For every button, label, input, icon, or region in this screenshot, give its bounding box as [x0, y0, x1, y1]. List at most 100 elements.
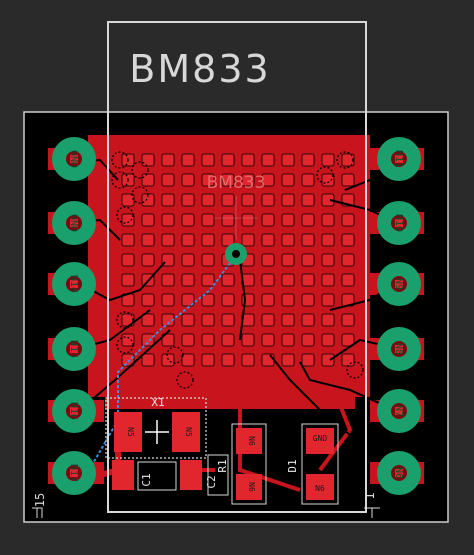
thermal-void [111, 171, 129, 189]
left-pin-1[interactable]: GND [52, 137, 96, 181]
bga-pad [261, 153, 275, 167]
bga-pad [201, 153, 215, 167]
bga-pad [141, 253, 155, 267]
bga-pad [301, 233, 315, 247]
d1-pad-bottom-label: N6 [315, 484, 325, 493]
bga-pad [201, 253, 215, 267]
bga-pad [341, 273, 355, 287]
x1-component[interactable]: X1 N5 N5 [105, 396, 207, 459]
module-name-silk: BM833 [207, 173, 266, 193]
thermal-void [131, 186, 149, 204]
right-pin-6[interactable]: N6 [377, 451, 421, 495]
bga-pad [281, 353, 295, 367]
bga-pad [341, 313, 355, 327]
right-pin-net-label: N9 [393, 278, 404, 290]
left-pin-2[interactable]: GND [52, 201, 96, 245]
bga-pad [321, 153, 335, 167]
bga-pad [221, 273, 235, 287]
bga-pad [261, 293, 275, 307]
bga-pad [221, 233, 235, 247]
corner-label-right: 1 [363, 492, 377, 499]
bga-pad [281, 173, 295, 187]
bga-pad [161, 193, 175, 207]
bga-pad [281, 273, 295, 287]
c1-label: C1 [140, 473, 153, 486]
bga-pad [341, 173, 355, 187]
bga-pad [181, 153, 195, 167]
bga-pad [341, 353, 355, 367]
bga-pad [221, 313, 235, 327]
bga-pad [321, 333, 335, 347]
left-pin-4[interactable]: N15 [52, 327, 96, 371]
module-name-outline: BM833 [129, 47, 270, 91]
bga-pad [261, 333, 275, 347]
right-pin-3[interactable]: N9 [377, 262, 421, 306]
right-pin-net-label: N8 [393, 343, 404, 355]
right-pin-4[interactable]: N8 [377, 327, 421, 371]
bga-pad [221, 153, 235, 167]
thermal-void [336, 151, 354, 169]
r1-pad-top-label: N6 [247, 436, 256, 446]
right-pin-5[interactable]: N7 [377, 389, 421, 433]
bga-pad [161, 153, 175, 167]
corner-label-left: 15 [33, 493, 47, 507]
bga-pad [301, 213, 315, 227]
thermal-void [131, 161, 149, 179]
bga-pad [301, 273, 315, 287]
bga-pad [281, 233, 295, 247]
bga-pad [161, 273, 175, 287]
bga-pad [121, 273, 135, 287]
bga-pad [121, 213, 135, 227]
bga-pad [181, 193, 195, 207]
bga-pad [181, 233, 195, 247]
bga-pad [261, 173, 275, 187]
bga-pad [321, 293, 335, 307]
bga-pad [261, 273, 275, 287]
bga-pad [181, 313, 195, 327]
bga-pad [201, 233, 215, 247]
bga-pad [301, 293, 315, 307]
r1-label: R1 [216, 459, 229, 472]
r1-component[interactable]: N6 N6 R1 [216, 423, 267, 505]
bottom-trace [74, 254, 237, 479]
bga-pad [281, 253, 295, 267]
d1-label: D1 [286, 459, 299, 472]
bga-pad [261, 313, 275, 327]
bga-pad [181, 173, 195, 187]
bga-pad [321, 213, 335, 227]
d1-component[interactable]: GND N6 D1 [286, 423, 339, 505]
bga-pad [161, 173, 175, 187]
bga-pad [221, 353, 235, 367]
x1-label: X1 [151, 396, 164, 409]
r1-pad-bottom-label: N6 [247, 482, 256, 492]
bga-pad [341, 153, 355, 167]
left-pin-5[interactable]: N16 [52, 389, 96, 433]
bga-pad [121, 333, 135, 347]
bga-pad [281, 153, 295, 167]
right-pin-1[interactable]: N11 [377, 137, 421, 181]
left-pin-3[interactable]: N14 [52, 262, 96, 306]
bga-pad [201, 273, 215, 287]
bga-pad [161, 333, 175, 347]
c1-component[interactable]: C1 C2 [112, 454, 229, 496]
thermal-void [316, 166, 334, 184]
bga-pad [141, 233, 155, 247]
left-pin-net-label: GND [68, 150, 79, 168]
bga-pad [181, 333, 195, 347]
left-pin-net-label: N16 [68, 402, 79, 420]
bga-pad [281, 213, 295, 227]
bga-pad [141, 353, 155, 367]
bga-pad [221, 213, 235, 227]
bga-pad [241, 193, 255, 207]
bga-pad [341, 233, 355, 247]
right-pin-2[interactable]: N10 [377, 201, 421, 245]
thermal-void [346, 361, 364, 379]
corner-mark-right [364, 507, 380, 518]
bga-pad [281, 313, 295, 327]
bga-pad [141, 173, 155, 187]
left-pin-6[interactable]: N17 [52, 451, 96, 495]
bga-pad [341, 333, 355, 347]
thermal-void [116, 336, 134, 354]
